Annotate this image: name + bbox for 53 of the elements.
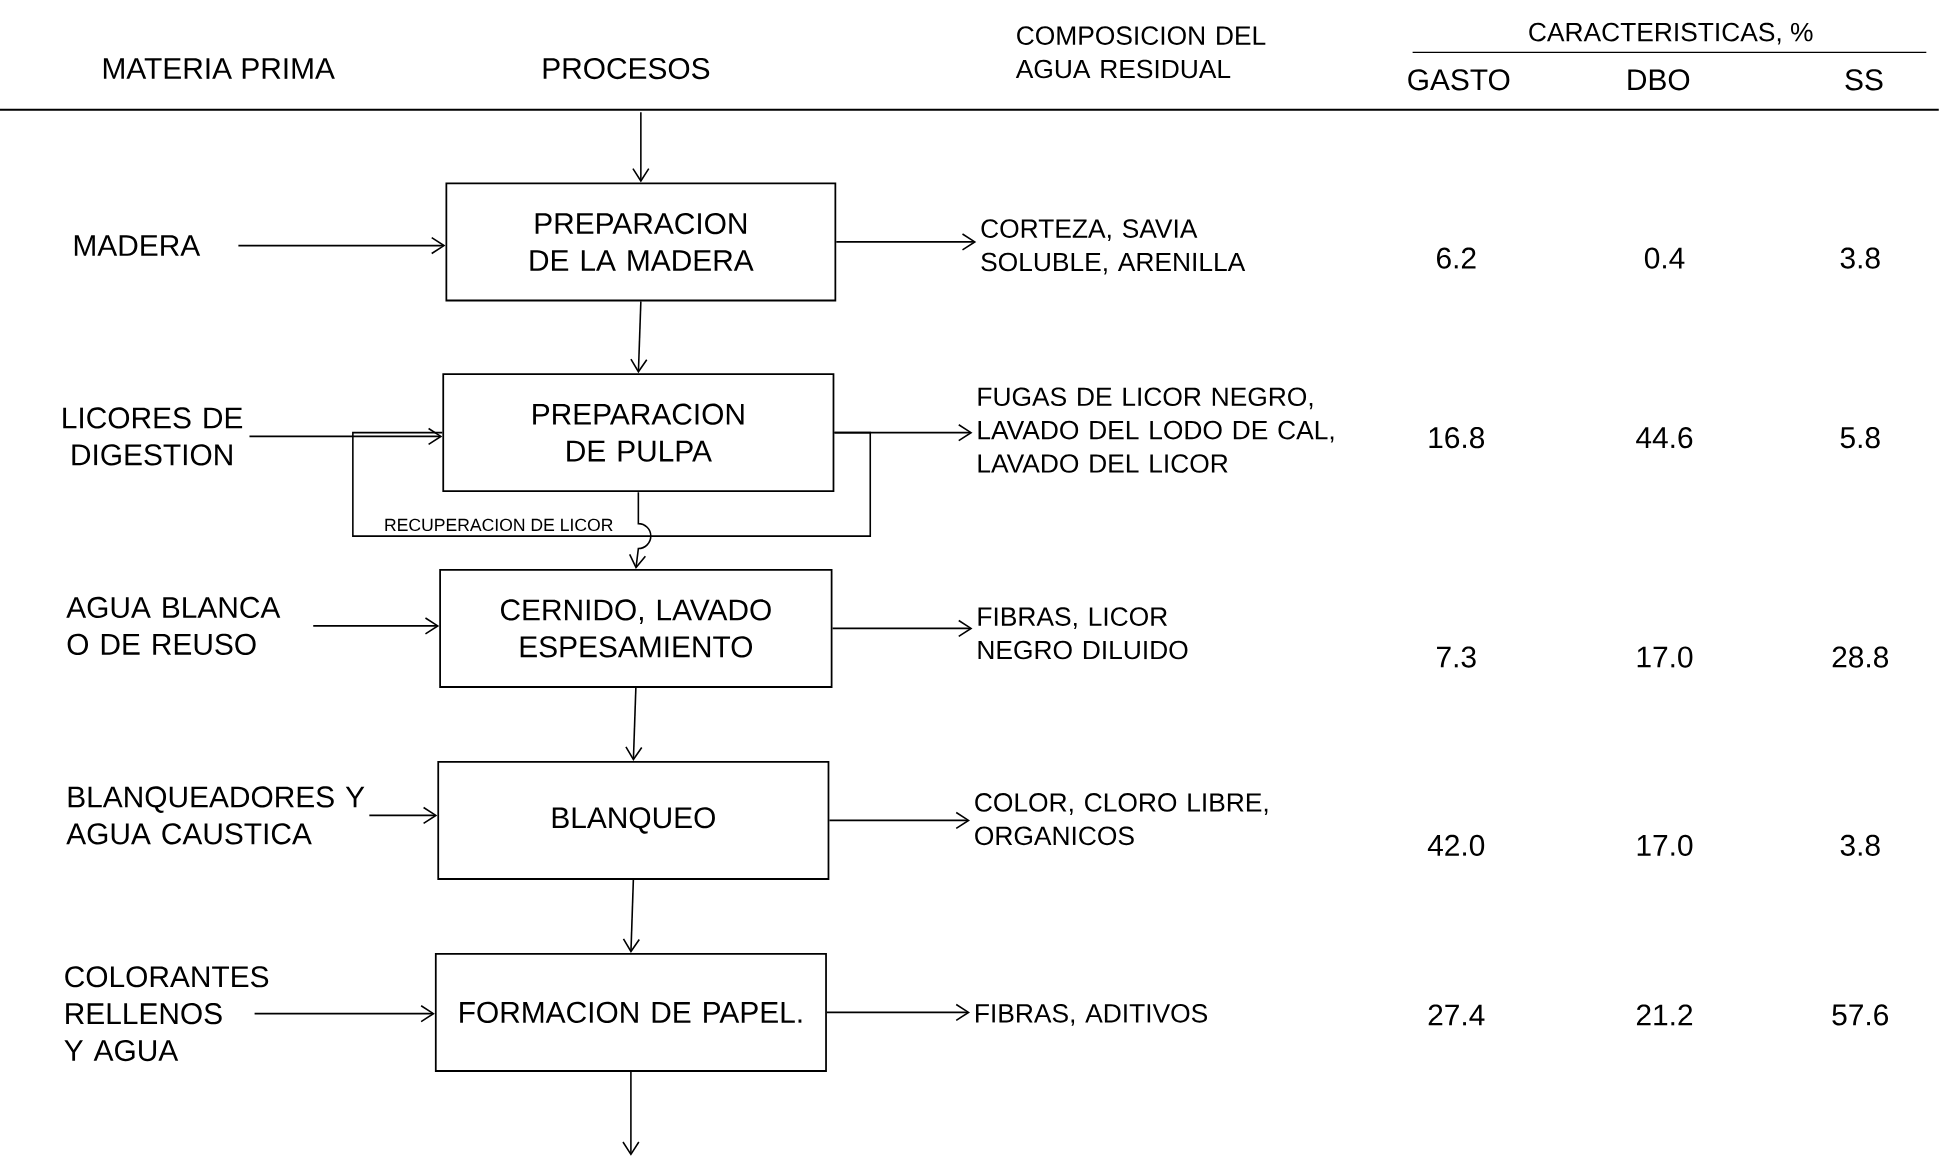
arrow xyxy=(253,1004,435,1023)
table-value: 16.8 xyxy=(1429,427,1485,449)
arrow xyxy=(828,811,970,830)
table-value: 27.4 xyxy=(1428,1004,1485,1026)
process-box: CERNIDO, LAVADO ESPESAMIENTO xyxy=(439,568,833,688)
process-box: BLANQUEO xyxy=(437,760,830,880)
output-label: CORTEZA, SAVIA SOLUBLE, ARENILLA xyxy=(981,219,1246,275)
arrow xyxy=(622,1071,640,1156)
arrow xyxy=(831,619,973,638)
table-value: 28.8 xyxy=(1832,646,1889,668)
output-label: FIBRAS, LICOR NEGRO DILUIDO xyxy=(978,607,1188,660)
header-label: PROCESOS xyxy=(543,57,710,80)
table-value: 3.8 xyxy=(1840,834,1880,856)
process-box: FORMACION DE PAPEL. xyxy=(434,952,827,1072)
arrow xyxy=(630,300,648,374)
table-value: 44.6 xyxy=(1636,427,1693,449)
input-label: COLORANTES RELLENOS Y AGUA xyxy=(64,966,269,1062)
header-label: COMPOSICION DEL AGUA RESIDUAL xyxy=(1015,26,1266,79)
arrow xyxy=(632,111,650,183)
process-box: PREPARACION DE LA MADERA xyxy=(445,182,837,302)
header-label: CARACTERISTICAS, % xyxy=(1529,22,1813,45)
table-value: 42.0 xyxy=(1427,834,1485,856)
header-label: DBO xyxy=(1628,69,1690,91)
header-label: GASTO xyxy=(1408,69,1510,91)
table-value: 17.0 xyxy=(1637,834,1693,856)
arrow xyxy=(622,879,641,953)
arrow xyxy=(835,233,977,251)
arrow xyxy=(248,427,443,446)
input-label: AGUA BLANCA O DE REUSO xyxy=(66,596,281,655)
table-value: 7.3 xyxy=(1437,646,1476,668)
input-label: BLANQUEADORES Y AGUA CAUSTICA xyxy=(66,786,365,845)
input-label: MADERA xyxy=(74,235,201,256)
header-label: SS xyxy=(1845,69,1883,91)
input-label: LICORES DE DIGESTION xyxy=(63,407,243,466)
table-value: 0.4 xyxy=(1644,247,1685,269)
arrow xyxy=(368,806,438,825)
arrow xyxy=(237,236,446,255)
table-value: 17.0 xyxy=(1637,646,1693,668)
output-label: FIBRAS, ADITIVOS xyxy=(976,1004,1207,1026)
table-value: 21.2 xyxy=(1636,1004,1693,1026)
arrow xyxy=(628,491,652,569)
arrow xyxy=(312,617,440,635)
edge-label: RECUPERACION DE LICOR xyxy=(382,516,616,533)
table-value: 5.8 xyxy=(1840,427,1880,449)
process-box: PREPARACION DE PULPA xyxy=(442,373,835,493)
table-value: 57.6 xyxy=(1832,1004,1888,1026)
table-value: 6.2 xyxy=(1437,247,1476,269)
arrow xyxy=(826,1003,970,1022)
arrow xyxy=(625,687,643,761)
table-value: 3.8 xyxy=(1840,247,1880,269)
header-label: MATERIA PRIMA xyxy=(103,58,335,79)
output-label: FUGAS DE LICOR NEGRO, LAVADO DEL LODO DE CAL, LAVADO DEL LICOR xyxy=(978,387,1334,473)
output-label: COLOR, CLORO LIBRE, ORGANICOS xyxy=(975,793,1268,846)
